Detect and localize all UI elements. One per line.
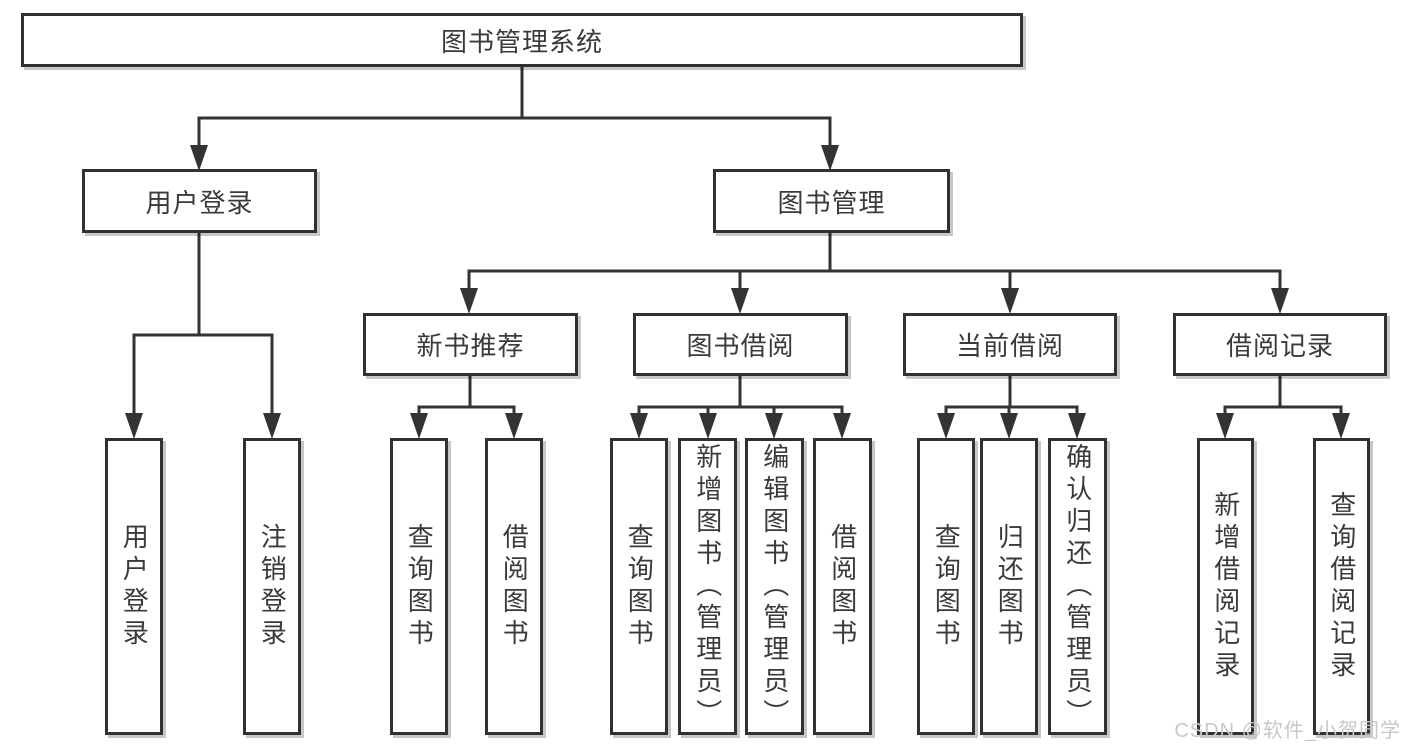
- leaf-label: 查询借阅记录: [1326, 490, 1357, 683]
- node-library-management-system: 图书管理系统: [21, 13, 1023, 67]
- arrowhead-icon: [1216, 413, 1234, 439]
- arrowhead-icon: [1001, 288, 1019, 314]
- node-user-login: 用户登录: [82, 169, 317, 233]
- leaf-label: 借阅图书: [499, 522, 530, 651]
- arrowhead-icon: [1068, 413, 1086, 439]
- arrowhead-icon: [1271, 288, 1289, 314]
- csdn-watermark: CSDN @软件_小贺同学: [1174, 720, 1401, 742]
- leaf-label: 用户登录: [119, 522, 150, 651]
- leaf-label: 查询图书: [931, 522, 962, 651]
- leaf-confirm-return-admin: 确认归还（管理员）: [1048, 438, 1107, 735]
- arrowhead-icon: [833, 413, 851, 439]
- connector-book-borrowing-branch: [637, 374, 844, 414]
- leaf-user-login: 用户登录: [105, 438, 163, 735]
- leaf-logout: 注销登录: [243, 438, 301, 735]
- leaf-label: 查询图书: [624, 522, 655, 651]
- leaf-label: 借阅图书: [827, 522, 858, 651]
- connector-book-management-branch: [467, 231, 1282, 289]
- leaf-add-books-admin: 新增图书（管理员）: [678, 438, 737, 735]
- leaf-return-books: 归还图书: [980, 438, 1038, 735]
- arrowhead-icon: [821, 145, 839, 171]
- arrowhead-icon: [630, 413, 648, 439]
- arrowhead-icon: [1000, 413, 1018, 439]
- arrowhead-icon: [699, 413, 717, 439]
- leaf-query-books-borrowing: 查询图书: [610, 438, 668, 735]
- node-current-borrowing: 当前借阅: [903, 313, 1117, 376]
- arrowhead-icon: [410, 413, 428, 439]
- arrowhead-icon: [731, 288, 749, 314]
- node-borrow-records: 借阅记录: [1173, 313, 1387, 376]
- leaf-edit-books-admin: 编辑图书（管理员）: [745, 438, 804, 735]
- connector-current-borrowing-branch: [944, 374, 1079, 414]
- arrowhead-icon: [460, 288, 478, 314]
- arrowhead-icon: [765, 413, 783, 439]
- connector-new-book-branch: [417, 374, 516, 414]
- leaf-label: 注销登录: [257, 522, 288, 651]
- leaf-label: 新增借阅记录: [1210, 490, 1241, 683]
- connector-user-login-branch: [132, 231, 274, 414]
- arrowhead-icon: [190, 145, 208, 171]
- arrowhead-icon: [125, 413, 143, 439]
- leaf-label: 新增图书（管理员）: [692, 442, 723, 731]
- leaf-borrow-books-recommend: 借阅图书: [485, 438, 543, 735]
- connector-root-to-level2: [197, 65, 832, 146]
- leaf-query-borrow-record: 查询借阅记录: [1313, 438, 1370, 735]
- connector-borrow-records-branch: [1223, 374, 1343, 414]
- leaf-query-books-current: 查询图书: [917, 438, 975, 735]
- leaf-label: 归还图书: [994, 522, 1025, 651]
- leaf-label: 确认归还（管理员）: [1062, 442, 1093, 731]
- node-new-book-recommend: 新书推荐: [363, 313, 578, 376]
- leaf-label: 查询图书: [404, 522, 435, 651]
- node-book-borrowing: 图书借阅: [633, 313, 848, 376]
- arrowhead-icon: [263, 413, 281, 439]
- arrowhead-icon: [505, 413, 523, 439]
- node-book-management: 图书管理: [713, 169, 950, 233]
- arrowhead-icon: [937, 413, 955, 439]
- arrowheads: [125, 145, 1350, 439]
- leaf-query-books-recommend: 查询图书: [390, 438, 448, 735]
- leaf-add-borrow-record: 新增借阅记录: [1197, 438, 1254, 735]
- arrowhead-icon: [1332, 413, 1350, 439]
- leaf-borrow-books-borrowing: 借阅图书: [813, 438, 872, 735]
- leaf-label: 编辑图书（管理员）: [759, 442, 790, 731]
